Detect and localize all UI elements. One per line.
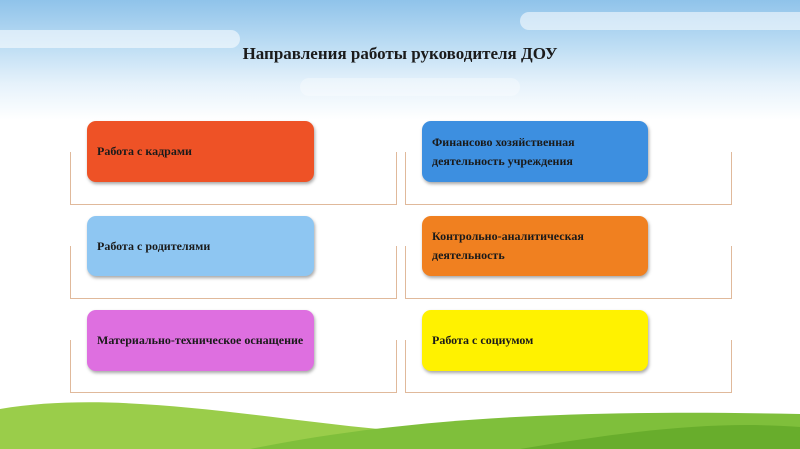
sky-decor-stripe [0, 30, 240, 48]
sky-decor-stripe [300, 78, 520, 96]
card-finansy: Финансово хозяйственная деятельность учр… [422, 121, 648, 182]
green-hills [0, 402, 800, 449]
card-kontrol: Контрольно-аналитическая деятельность [422, 216, 648, 276]
card-socium: Работа с социумом [422, 310, 648, 371]
card-kadry: Работа с кадрами [87, 121, 314, 182]
sky-decor-stripe [520, 12, 800, 30]
page-title: Направления работы руководителя ДОУ [242, 44, 558, 63]
card-tehnich: Материально-техническое оснащение [87, 310, 314, 371]
card-roditeli: Работа с родителями [87, 216, 314, 276]
